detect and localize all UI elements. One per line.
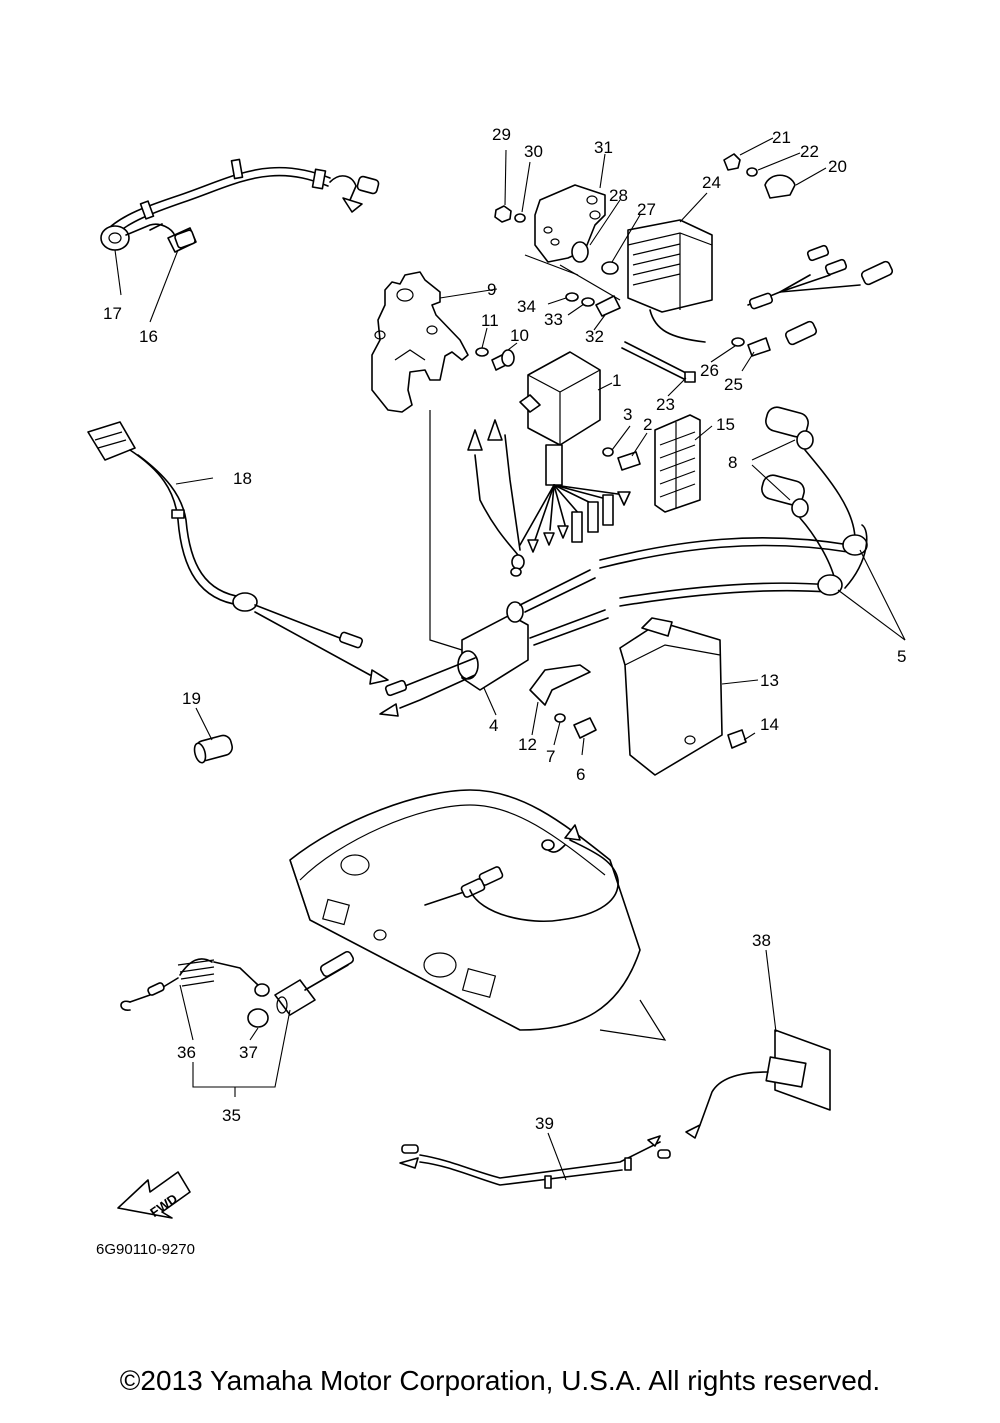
part-39-lead-wire	[399, 1135, 671, 1189]
part-24-rectifier-regulator	[627, 219, 713, 343]
part-9-bracket	[371, 271, 469, 413]
label-30: 30	[524, 142, 543, 161]
label-24: 24	[702, 173, 721, 192]
label-13: 13	[760, 671, 779, 690]
label-5: 5	[897, 647, 906, 666]
label-33: 33	[544, 310, 563, 329]
part-14-screw	[727, 729, 747, 749]
label-38: 38	[752, 931, 771, 950]
part-35-stop-switch-assembly	[274, 950, 355, 1016]
drawing-code: 6G90110-9270	[96, 1241, 195, 1258]
label-19: 19	[182, 689, 201, 708]
part-24-wires	[747, 244, 894, 346]
label-4: 4	[489, 716, 498, 735]
part-25-26-bolt-washer	[731, 337, 771, 357]
label-20: 20	[828, 157, 847, 176]
part-number-labels: 1 2 3 4 5 6 7 8 9 10 11 12 13 14 15 16 1…	[103, 125, 906, 1133]
label-37: 37	[239, 1043, 258, 1062]
label-27: 27	[637, 200, 656, 219]
label-9: 9	[487, 280, 496, 299]
label-14: 14	[760, 715, 779, 734]
part-36-lanyard	[120, 958, 270, 1011]
part-17-lead-wire	[100, 158, 380, 251]
part-37-cap	[247, 1008, 269, 1028]
part-23-cable-tie	[621, 341, 696, 383]
label-34: 34	[517, 297, 536, 316]
label-28: 28	[609, 186, 628, 205]
part-20-21-22-clamp-bolt-washer	[723, 153, 796, 199]
label-1: 1	[612, 371, 621, 390]
label-6: 6	[576, 765, 585, 784]
part-5-high-tension-cords	[599, 449, 868, 607]
part-19-cap	[193, 734, 233, 764]
part-1-cdi-unit	[467, 351, 631, 577]
label-29: 29	[492, 125, 511, 144]
label-21: 21	[772, 128, 791, 147]
label-32: 32	[585, 327, 604, 346]
part-16-switch	[149, 223, 197, 253]
label-35: 35	[222, 1106, 241, 1125]
part-18-wire-harness	[87, 421, 389, 685]
part-4-ignition-coil	[379, 410, 609, 717]
label-16: 16	[139, 327, 158, 346]
label-39: 39	[535, 1114, 554, 1133]
fwd-direction-arrow-icon: FWD	[117, 1171, 191, 1220]
label-18: 18	[233, 469, 252, 488]
bottom-cowling	[289, 789, 667, 1041]
part-29-30-nut-washer	[494, 205, 526, 223]
part-38-switch	[685, 1029, 831, 1139]
label-31: 31	[594, 138, 613, 157]
label-36: 36	[177, 1043, 196, 1062]
copyright-notice: ©2013 Yamaha Motor Corporation, U.S.A. A…	[119, 1365, 881, 1396]
label-11: 11	[481, 311, 499, 330]
label-25: 25	[724, 375, 743, 394]
label-22: 22	[800, 142, 819, 161]
label-17: 17	[103, 304, 122, 323]
part-34-33-32-washer-bolt	[565, 292, 621, 317]
part-12-7-6-plate-washer-bolt	[529, 664, 597, 739]
label-8: 8	[728, 453, 737, 472]
leader-lines	[114, 137, 906, 1181]
label-12: 12	[518, 735, 537, 754]
label-15: 15	[716, 415, 735, 434]
part-2-3-bolt-washer	[602, 447, 641, 471]
label-3: 3	[623, 405, 632, 424]
part-8-spark-plug-caps	[761, 406, 814, 518]
part-10-11-screw-washer	[475, 347, 515, 371]
part-13-cover	[619, 617, 723, 776]
label-2: 2	[643, 415, 652, 434]
label-26: 26	[700, 361, 719, 380]
part-15-connector	[654, 414, 701, 513]
label-10: 10	[510, 326, 529, 345]
label-23: 23	[656, 395, 675, 414]
part-28-27-collar-grommet	[571, 241, 619, 275]
part-31-bracket	[524, 184, 621, 301]
label-7: 7	[546, 747, 555, 766]
